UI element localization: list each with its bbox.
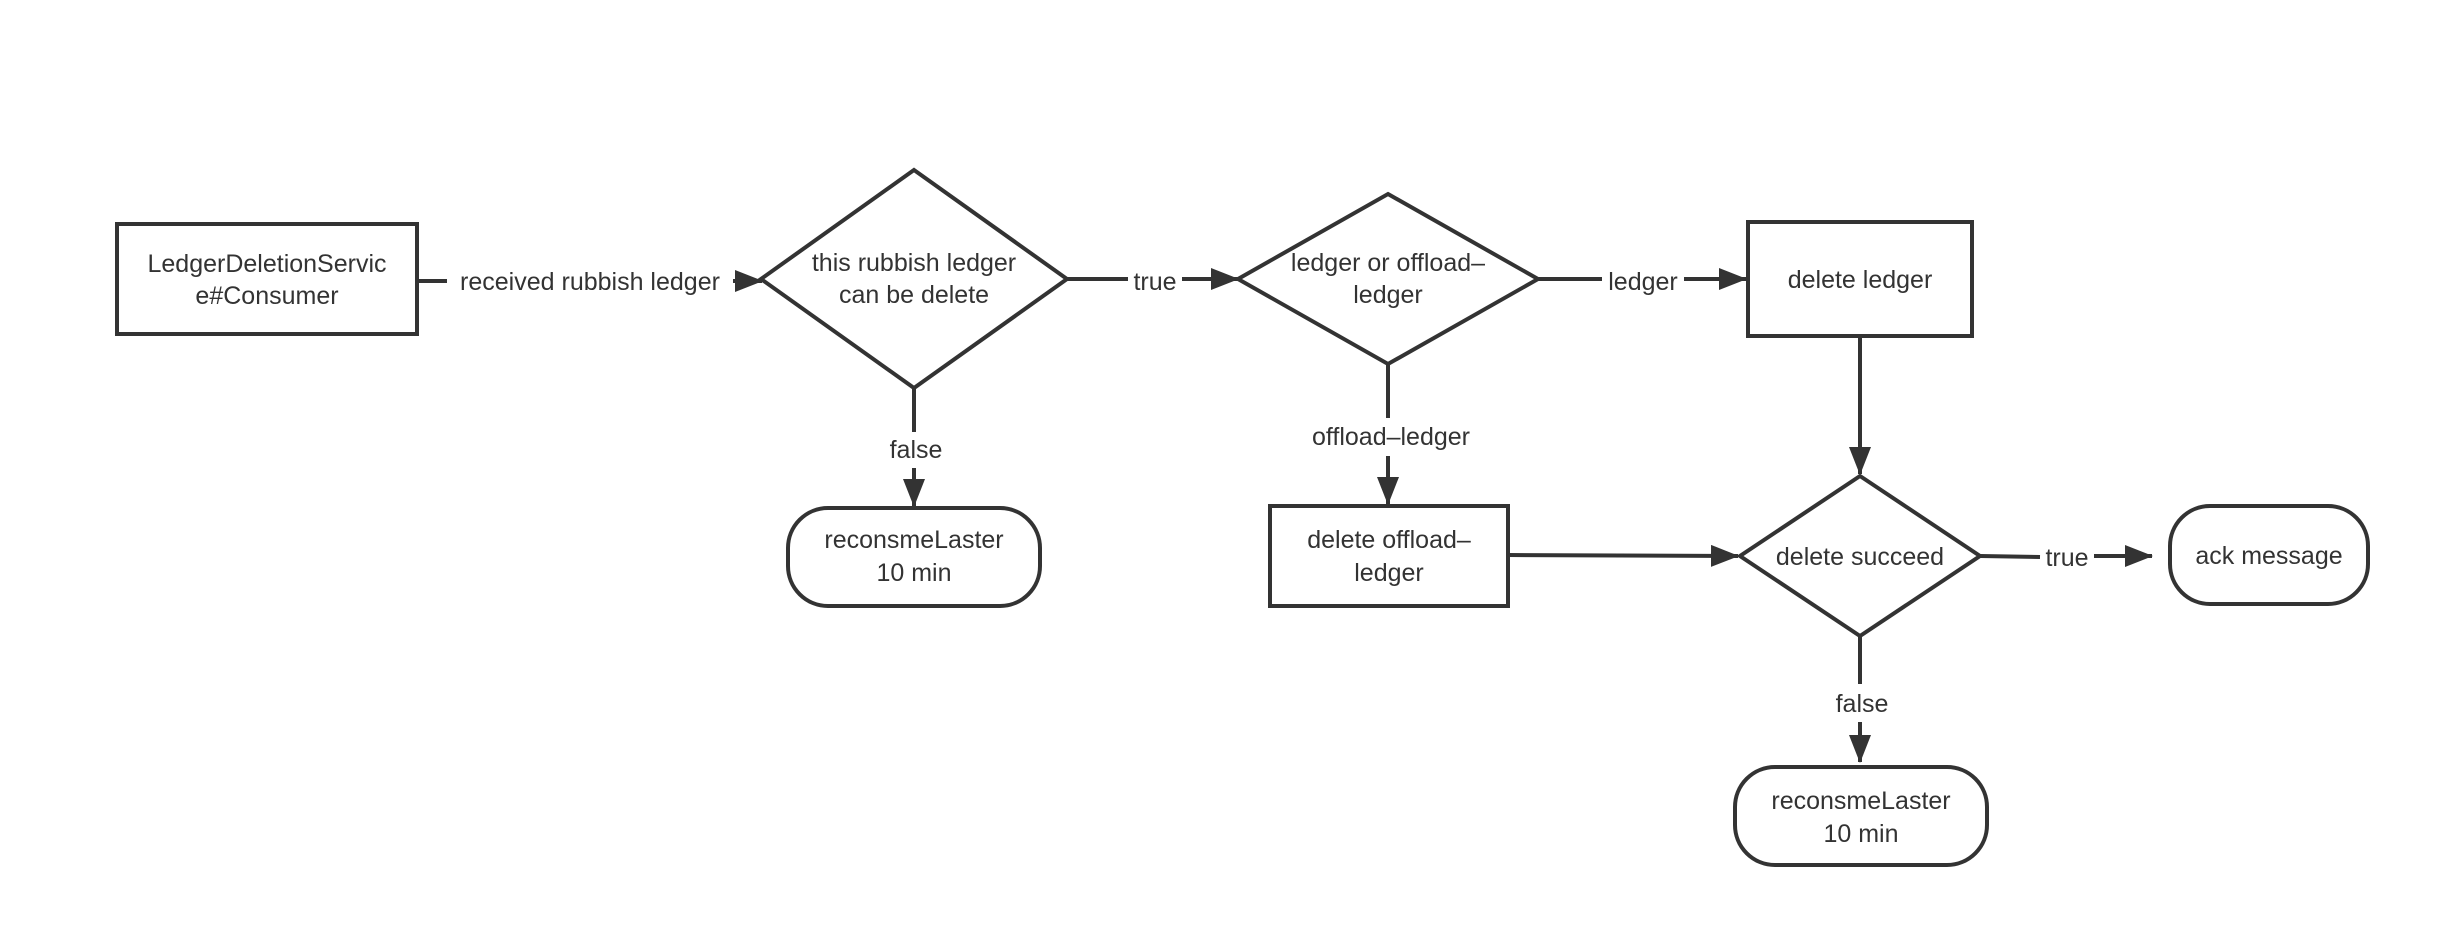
edge-labels: received rubbish ledger true false ledge…: [460, 268, 2088, 718]
node-delete-ledger-shape: [1746, 220, 1974, 338]
node-reconsume-2: reconsmeLaster 10 min: [1733, 765, 1989, 867]
node-reconsume-1-shape: [786, 506, 1042, 608]
node-delete-succeed-shape: [1736, 473, 1984, 639]
node-consumer: LedgerDeletionServic e#Consumer: [115, 222, 419, 336]
node-can-delete-line-1: this rubbish ledger: [812, 249, 1016, 277]
node-ack-message-line-1: ack message: [2195, 542, 2342, 570]
node-can-delete-line-2: can be delete: [839, 281, 989, 309]
node-consumer-line-2: e#Consumer: [195, 282, 338, 310]
edge-succeed-true-line-a: [1979, 554, 2041, 559]
node-reconsume-2-line-1: reconsmeLaster: [1771, 787, 1950, 815]
nodes: LedgerDeletionServic e#Consumer this rub…: [115, 167, 2370, 867]
edges: [417, 268, 2153, 763]
node-ledger-or-offload-line-1: ledger or offload–: [1291, 249, 1485, 277]
edge-label-type-ledger: ledger: [1608, 268, 1678, 296]
node-delete-succeed-line-1: delete succeed: [1776, 543, 1944, 571]
node-reconsume-2-line-2: 10 min: [1823, 820, 1898, 848]
node-delete-offload-shape: [1268, 504, 1510, 608]
edge-label-succeed-false: false: [1836, 690, 1889, 718]
node-reconsume-1-line-1: reconsmeLaster: [824, 526, 1003, 554]
node-consumer-line-1: LedgerDeletionServic: [147, 250, 386, 278]
node-ledger-or-offload-shape: [1233, 191, 1543, 367]
node-reconsume-1: reconsmeLaster 10 min: [786, 506, 1042, 608]
node-delete-ledger: delete ledger: [1746, 220, 1974, 338]
node-delete-offload: delete offload– ledger: [1268, 504, 1510, 608]
edge-label-succeed-true: true: [2045, 544, 2088, 572]
node-ledger-or-offload-line-2: ledger: [1353, 281, 1423, 309]
node-can-delete-shape: [757, 167, 1071, 391]
node-reconsume-1-line-2: 10 min: [876, 559, 951, 587]
node-delete-ledger-line-1: delete ledger: [1788, 266, 1933, 294]
node-reconsume-2-shape: [1733, 765, 1989, 867]
edge-label-received: received rubbish ledger: [460, 268, 720, 296]
edge-label-can-delete-true: true: [1133, 268, 1176, 296]
node-delete-offload-line-1: delete offload–: [1307, 526, 1471, 554]
node-consumer-shape: [115, 222, 419, 336]
node-can-delete: this rubbish ledger can be delete: [757, 167, 1071, 391]
node-ack-message: ack message: [2168, 504, 2370, 606]
node-ledger-or-offload: ledger or offload– ledger: [1233, 191, 1543, 367]
node-delete-succeed: delete succeed: [1736, 473, 1984, 639]
node-delete-offload-line-2: ledger: [1354, 559, 1424, 587]
edge-label-can-delete-false: false: [890, 436, 943, 464]
node-ack-message-shape: [2168, 504, 2370, 606]
edge-offload-to-succeed-line: [1507, 544, 1739, 567]
edge-label-type-offload: offload–ledger: [1312, 423, 1470, 451]
